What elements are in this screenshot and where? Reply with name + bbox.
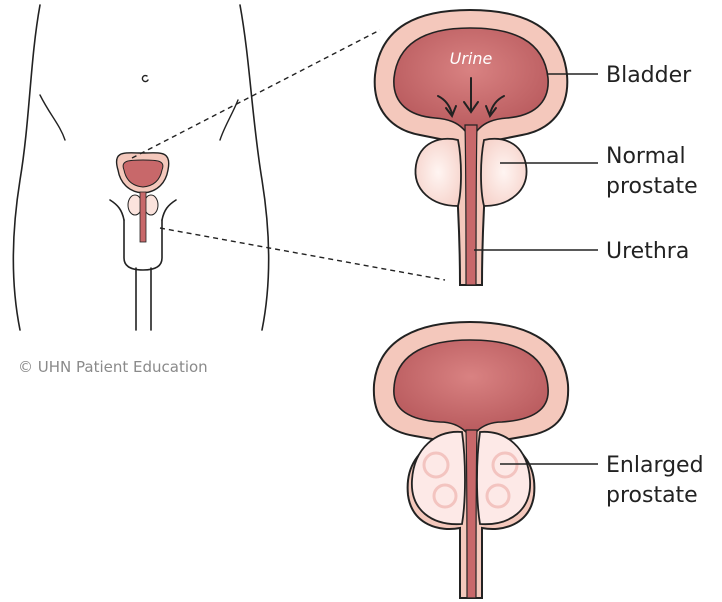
credit-text: © UHN Patient Education (18, 358, 208, 376)
bladder-label: Bladder (606, 63, 692, 88)
enlarged-prostate-label-line1: Enlarged (606, 453, 704, 478)
normal-prostate-illustration: Urine (375, 10, 568, 285)
enlarged-prostate-label-line2: prostate (606, 483, 698, 508)
normal-prostate-label-line1: Normal (606, 144, 686, 169)
urine-label: Urine (450, 49, 493, 68)
normal-prostate-label-line2: prostate (606, 174, 698, 199)
enlarged-prostate-illustration (374, 322, 568, 598)
urethra-label: Urethra (606, 239, 689, 264)
